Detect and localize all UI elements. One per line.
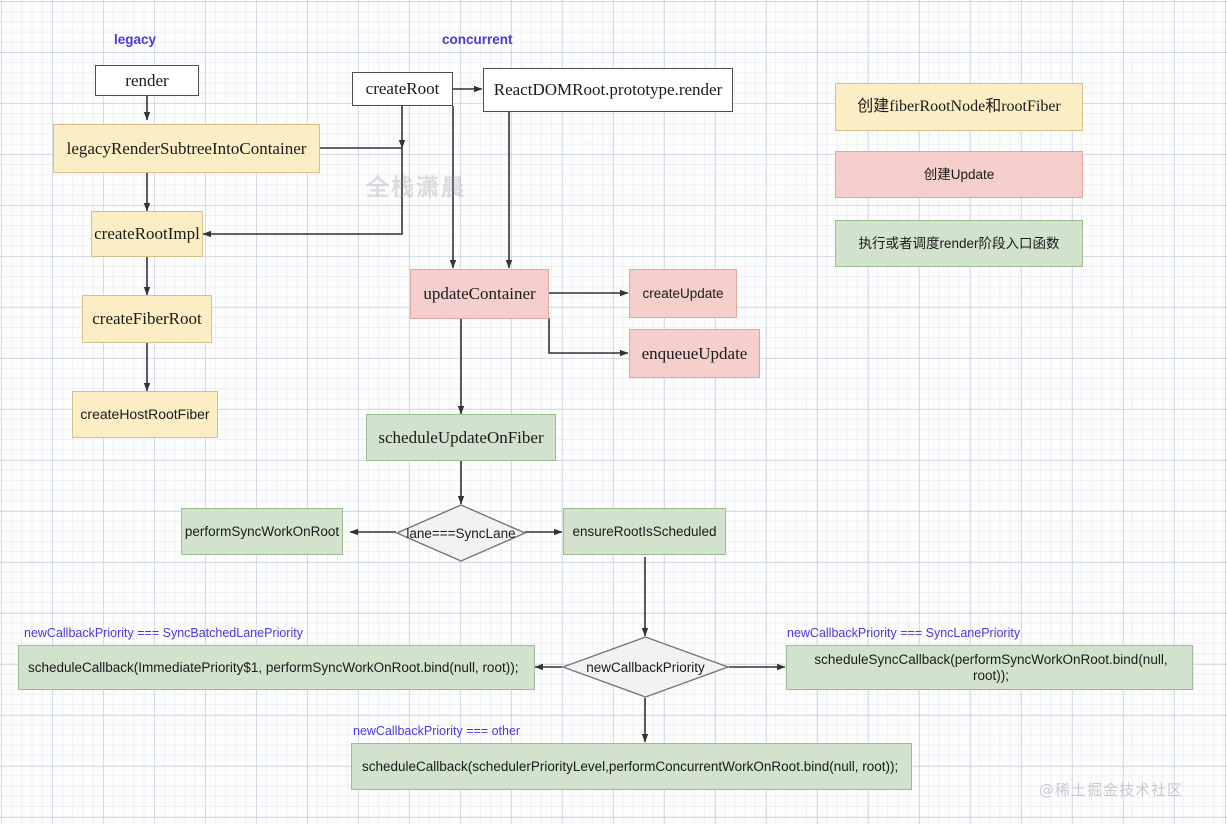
legend-item-create-update: 创建Update xyxy=(835,151,1083,198)
node-create-root-impl[interactable]: createRootImpl xyxy=(91,211,203,257)
legend-item-create-update-label: 创建Update xyxy=(923,166,995,182)
node-update-container-label: updateContainer xyxy=(423,284,536,304)
branch-title-legacy: legacy xyxy=(114,32,157,47)
edge-label-sync-batched-lane-priority: newCallbackPriority === SyncBatchedLaneP… xyxy=(24,626,303,640)
legend-item-create-fiber-root-node: 创建fiberRootNode和rootFiber xyxy=(835,83,1083,131)
node-create-host-root-fiber-label: createHostRootFiber xyxy=(80,406,210,423)
branch-title-concurrent: concurrent xyxy=(442,32,513,47)
node-enqueue-update[interactable]: enqueueUpdate xyxy=(629,329,760,378)
node-perform-sync-work-on-root-label: performSyncWorkOnRoot xyxy=(184,523,340,539)
node-schedule-callback-immediate-priority-label: scheduleCallback(ImmediatePriority$1, pe… xyxy=(28,659,519,675)
node-schedule-callback-immediate-priority[interactable]: scheduleCallback(ImmediatePriority$1, pe… xyxy=(18,645,535,690)
node-create-fiber-root[interactable]: createFiberRoot xyxy=(82,295,212,343)
node-create-fiber-root-label: createFiberRoot xyxy=(92,309,202,329)
node-schedule-update-on-fiber-label: scheduleUpdateOnFiber xyxy=(378,427,544,447)
edge-updatecontainer-to-enqueueupdate xyxy=(548,318,629,357)
node-perform-sync-work-on-root[interactable]: performSyncWorkOnRoot xyxy=(181,508,343,555)
watermark-center: 全栈潇晨 xyxy=(366,175,466,201)
diamond-shape-icon xyxy=(562,636,729,698)
node-schedule-callback-concurrent-label: scheduleCallback(schedulerPriorityLevel,… xyxy=(362,758,899,774)
node-schedule-sync-callback-label: scheduleSyncCallback(performSyncWorkOnRo… xyxy=(814,651,1168,683)
node-create-root[interactable]: createRoot xyxy=(352,72,453,106)
decision-new-callback-priority-label: newCallbackPriority xyxy=(586,659,705,675)
diamond-shape-icon xyxy=(396,504,526,562)
node-reactdomroot-prototype-render-label: ReactDOMRoot.prototype.render xyxy=(493,80,723,100)
node-ensure-root-is-scheduled-label: ensureRootIsScheduled xyxy=(572,523,717,539)
node-create-host-root-fiber[interactable]: createHostRootFiber xyxy=(72,391,218,438)
node-create-update[interactable]: createUpdate xyxy=(629,269,737,318)
edge-label-sync-lane-priority: newCallbackPriority === SyncLanePriority xyxy=(787,626,1021,640)
node-create-update-label: createUpdate xyxy=(642,285,724,301)
legend-item-render-phase-entry-label: 执行或者调度render阶段入口函数 xyxy=(858,235,1060,251)
node-update-container[interactable]: updateContainer xyxy=(410,269,549,319)
node-schedule-callback-concurrent[interactable]: scheduleCallback(schedulerPriorityLevel,… xyxy=(351,743,912,790)
node-schedule-update-on-fiber[interactable]: scheduleUpdateOnFiber xyxy=(366,414,556,461)
decision-lane-sync-lane-label: lane===SyncLane xyxy=(406,525,516,541)
edge-label-other: newCallbackPriority === other xyxy=(353,724,521,738)
node-create-root-impl-label: createRootImpl xyxy=(94,224,200,244)
node-enqueue-update-label: enqueueUpdate xyxy=(641,343,748,363)
watermark-corner: @稀土掘金技术社区 xyxy=(1039,781,1184,799)
legend-item-render-phase-entry: 执行或者调度render阶段入口函数 xyxy=(835,220,1083,267)
legend-item-create-fiber-root-node-label: 创建fiberRootNode和rootFiber xyxy=(857,97,1061,115)
decision-new-callback-priority[interactable]: newCallbackPriority xyxy=(562,636,729,698)
node-create-root-label: createRoot xyxy=(365,79,440,99)
node-legacy-render-subtree-into-container[interactable]: legacyRenderSubtreeIntoContainer xyxy=(53,124,320,173)
node-schedule-sync-callback[interactable]: scheduleSyncCallback(performSyncWorkOnRo… xyxy=(786,645,1193,690)
node-render[interactable]: render xyxy=(95,65,199,96)
decision-lane-sync-lane[interactable]: lane===SyncLane xyxy=(396,504,526,562)
node-legacy-render-subtree-into-container-label: legacyRenderSubtreeIntoContainer xyxy=(66,138,307,158)
node-render-label: render xyxy=(125,70,169,90)
node-ensure-root-is-scheduled[interactable]: ensureRootIsScheduled xyxy=(563,508,726,555)
node-reactdomroot-prototype-render[interactable]: ReactDOMRoot.prototype.render xyxy=(483,68,733,112)
